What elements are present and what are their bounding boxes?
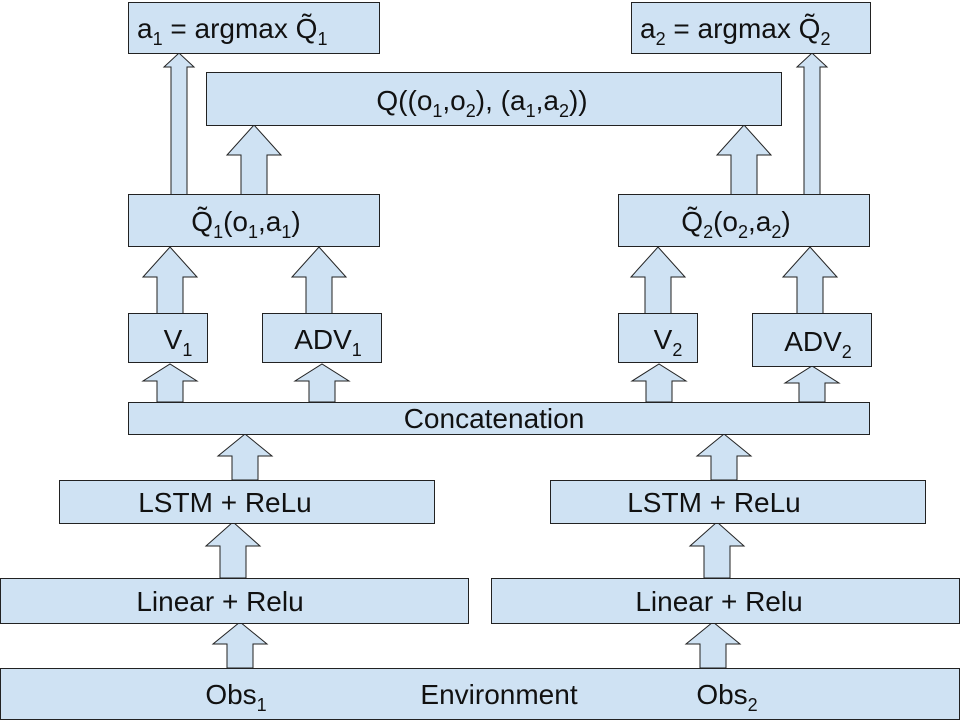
arrow-concat-to-v2 [630, 363, 688, 403]
argmax-output-label-1: a1 = argmax Q̃1 [137, 13, 328, 49]
linear-relu-label-right: Linear + Relu [635, 586, 803, 617]
concatenation-label: Concatenation [403, 403, 585, 434]
lstm-relu-box-left [59, 480, 435, 524]
argmax-output-box-1 [128, 2, 380, 54]
arrow-v1-to-qtilde1 [141, 246, 199, 315]
linear-relu-box-right [491, 578, 960, 624]
arrow-adv2-to-qtilde2 [781, 246, 839, 315]
arrow-obs2-to-linear [684, 621, 742, 669]
v1-box [128, 313, 208, 363]
environment-box [0, 668, 960, 720]
v2-box [618, 313, 698, 363]
concatenation-box [128, 402, 870, 435]
arrow-qtilde1-to-joint-q [225, 124, 283, 196]
linear-relu-box-left [0, 578, 469, 624]
lstm-relu-box-right [550, 480, 926, 524]
linear-relu-label-left: Linear + Relu [136, 586, 304, 617]
qtilde1-label: Q̃1(o1,a1) [191, 206, 301, 242]
obs1-label: Obs1 [205, 679, 267, 715]
arrow-lstm-to-concat-left [216, 433, 274, 481]
arrow-concat-to-adv2 [783, 365, 841, 403]
arrow-obs1-to-linear [211, 621, 269, 669]
obs2-label: Obs2 [696, 679, 758, 715]
arrow-lstm-to-concat-right [695, 433, 753, 481]
joint-q-label: Q((o1,o2), (a1,a2)) [376, 85, 588, 121]
arrow-qtilde1-to-out1 [162, 52, 196, 196]
arrow-adv1-to-qtilde1 [290, 246, 348, 315]
arrow-linear-to-lstm-right [688, 521, 746, 579]
v2-label: V2 [653, 324, 683, 360]
qtilde2-label: Q̃2(o2,a2) [681, 206, 791, 242]
arrow-v2-to-qtilde2 [629, 246, 687, 315]
environment-label: Environment [420, 679, 578, 710]
v1-label: V1 [163, 324, 193, 360]
lstm-relu-label-left: LSTM + ReLu [138, 487, 312, 518]
arrow-concat-to-v1 [141, 363, 199, 403]
adv1-label: ADV1 [294, 324, 362, 360]
arrow-qtilde2-to-out2 [795, 52, 829, 196]
adv1-box [262, 313, 382, 363]
argmax-output-label-2: a2 = argmax Q̃2 [640, 13, 831, 49]
qtilde1-box [128, 194, 380, 247]
qtilde2-box [618, 194, 870, 247]
argmax-output-box-2 [631, 2, 871, 54]
adv2-box [752, 313, 872, 367]
arrow-linear-to-lstm-left [204, 521, 262, 579]
lstm-relu-label-right: LSTM + ReLu [627, 487, 801, 518]
arrow-qtilde2-to-joint-q [715, 124, 773, 196]
joint-q-box [206, 72, 782, 126]
arrow-concat-to-adv1 [293, 363, 351, 403]
adv2-label: ADV2 [784, 326, 852, 362]
